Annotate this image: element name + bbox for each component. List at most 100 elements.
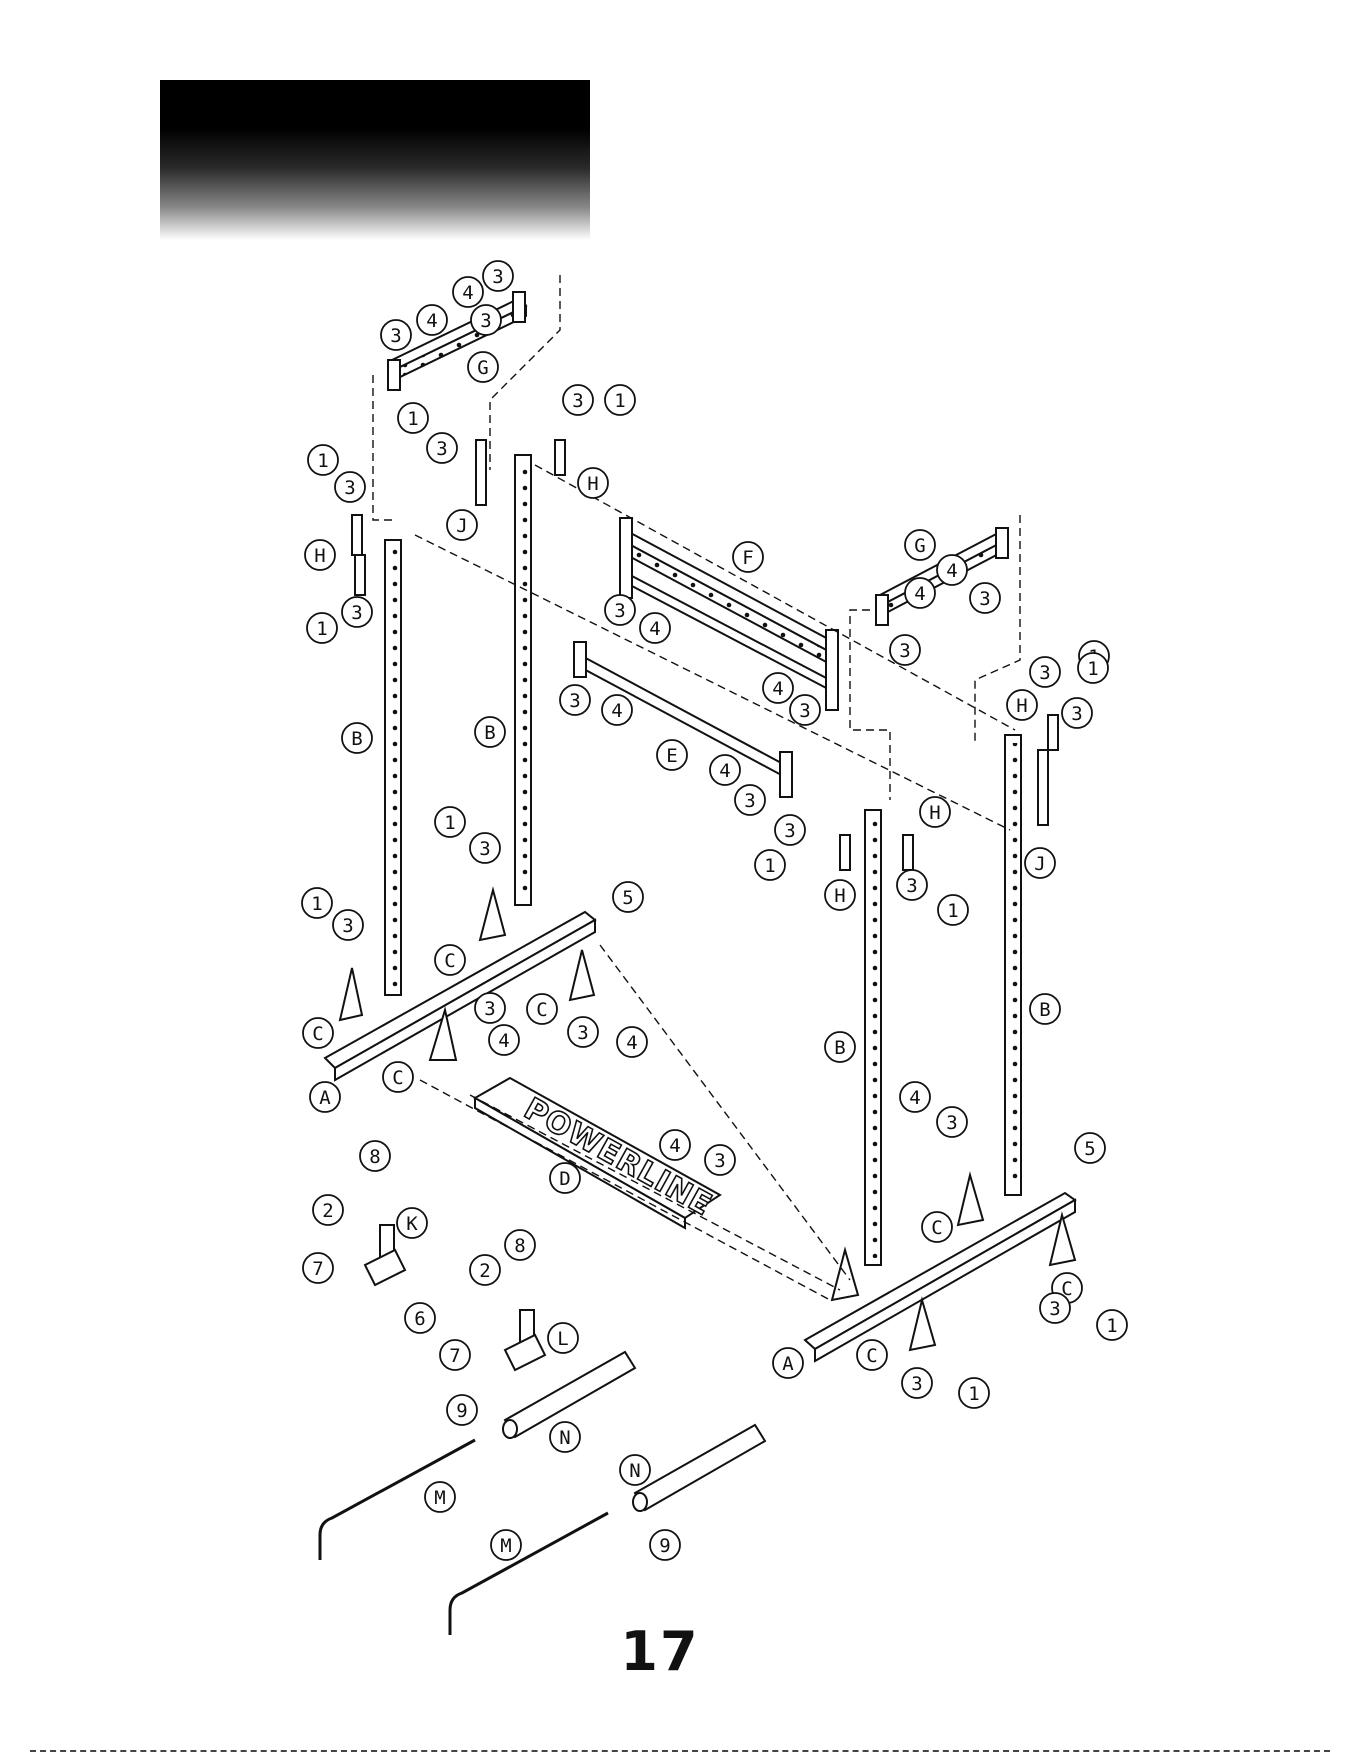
callout-label: C bbox=[931, 1217, 942, 1239]
callout-b: B bbox=[825, 1032, 855, 1062]
callout-label: 3 bbox=[436, 438, 447, 460]
callout-label: 2 bbox=[479, 1260, 490, 1282]
callout-label: 7 bbox=[312, 1258, 323, 1280]
callout-label: 3 bbox=[390, 325, 401, 347]
callout-6: 6 bbox=[405, 1303, 435, 1333]
callout-e: E bbox=[657, 740, 687, 770]
callout-3: 3 bbox=[563, 385, 593, 415]
callout-j: J bbox=[447, 510, 477, 540]
callout-3: 3 bbox=[1030, 657, 1060, 687]
callout-label: 1 bbox=[1087, 658, 1098, 680]
callout-label: 3 bbox=[484, 998, 495, 1020]
callout-c: C bbox=[857, 1340, 887, 1370]
callout-c: C bbox=[435, 945, 465, 975]
callout-3: 3 bbox=[335, 472, 365, 502]
callout-label: A bbox=[782, 1353, 794, 1375]
hook-l bbox=[505, 1310, 545, 1370]
callout-label: 3 bbox=[714, 1150, 725, 1172]
callout-label: 1 bbox=[1106, 1315, 1117, 1337]
callout-label: 4 bbox=[426, 310, 437, 332]
callout-4: 4 bbox=[602, 695, 632, 725]
callout-label: 3 bbox=[784, 820, 795, 842]
callout-label: 3 bbox=[351, 602, 362, 624]
callout-3: 3 bbox=[605, 595, 635, 625]
callout-3: 3 bbox=[470, 833, 500, 863]
callout-label: H bbox=[834, 885, 845, 907]
callout-2: 2 bbox=[313, 1195, 343, 1225]
callout-label: 4 bbox=[946, 560, 957, 582]
callout-label: M bbox=[500, 1535, 511, 1557]
callout-k: K bbox=[397, 1208, 427, 1238]
callout-label: 3 bbox=[479, 838, 490, 860]
callout-label: 4 bbox=[772, 678, 783, 700]
callout-label: 4 bbox=[649, 618, 660, 640]
callout-label: J bbox=[456, 515, 467, 537]
upright-front-right bbox=[865, 810, 881, 1265]
callout-3: 3 bbox=[483, 261, 513, 291]
callout-3: 3 bbox=[937, 1107, 967, 1137]
footer-rule bbox=[30, 1750, 1330, 1752]
callout-label: 3 bbox=[799, 700, 810, 722]
callout-h: H bbox=[578, 468, 608, 498]
callout-3: 3 bbox=[775, 815, 805, 845]
callout-b: B bbox=[1030, 994, 1060, 1024]
callout-4: 4 bbox=[900, 1082, 930, 1112]
callout-5: 5 bbox=[613, 882, 643, 912]
callout-label: G bbox=[477, 357, 488, 379]
callout-label: 9 bbox=[456, 1400, 467, 1422]
callout-3: 3 bbox=[902, 1368, 932, 1398]
callout-4: 4 bbox=[710, 755, 740, 785]
upright-back-right bbox=[1005, 735, 1021, 1195]
callout-h: H bbox=[920, 797, 950, 827]
callout-1: 1 bbox=[605, 385, 635, 415]
plate-j-1 bbox=[476, 440, 486, 505]
callout-label: 3 bbox=[899, 640, 910, 662]
callout-label: 3 bbox=[572, 390, 583, 412]
hook-k bbox=[365, 1225, 405, 1285]
callout-h: H bbox=[305, 540, 335, 570]
upright-front-left bbox=[385, 540, 401, 995]
callout-3: 3 bbox=[381, 320, 411, 350]
bracket-c-4 bbox=[570, 950, 594, 1000]
callout-label: 3 bbox=[1049, 1298, 1060, 1320]
callout-label: B bbox=[834, 1037, 845, 1059]
callout-1: 1 bbox=[1078, 653, 1108, 683]
callout-3: 3 bbox=[1040, 1293, 1070, 1323]
callout-m: M bbox=[425, 1482, 455, 1512]
callout-c: C bbox=[527, 994, 557, 1024]
callout-label: C bbox=[444, 950, 455, 972]
callout-label: 3 bbox=[480, 310, 491, 332]
callout-3: 3 bbox=[1062, 698, 1092, 728]
callout-1: 1 bbox=[755, 850, 785, 880]
callout-label: 3 bbox=[744, 790, 755, 812]
callout-4: 4 bbox=[937, 555, 967, 585]
callout-j: J bbox=[1025, 848, 1055, 878]
callout-label: 1 bbox=[614, 390, 625, 412]
callout-3: 3 bbox=[342, 597, 372, 627]
callout-label: 7 bbox=[449, 1345, 460, 1367]
callout-3: 3 bbox=[790, 695, 820, 725]
callout-label: 1 bbox=[317, 450, 328, 472]
callout-8: 8 bbox=[360, 1141, 390, 1171]
callout-3: 3 bbox=[568, 1017, 598, 1047]
callout-label: 1 bbox=[311, 893, 322, 915]
callout-label: 3 bbox=[946, 1112, 957, 1134]
callout-label: B bbox=[1039, 999, 1050, 1021]
callout-1: 1 bbox=[307, 613, 337, 643]
callout-g: G bbox=[468, 352, 498, 382]
callout-label: 6 bbox=[414, 1308, 425, 1330]
callout-a: A bbox=[773, 1348, 803, 1378]
callout-label: 3 bbox=[342, 915, 353, 937]
callout-label: H bbox=[314, 545, 325, 567]
callout-4: 4 bbox=[640, 613, 670, 643]
callout-label: 4 bbox=[914, 583, 925, 605]
callout-label: B bbox=[484, 722, 495, 744]
callout-b: B bbox=[342, 723, 372, 753]
callout-label: N bbox=[559, 1427, 570, 1449]
callout-label: C bbox=[312, 1023, 323, 1045]
callout-label: H bbox=[929, 802, 940, 824]
callout-label: M bbox=[434, 1487, 445, 1509]
callout-label: G bbox=[914, 535, 925, 557]
plate-j-2 bbox=[1038, 750, 1048, 825]
